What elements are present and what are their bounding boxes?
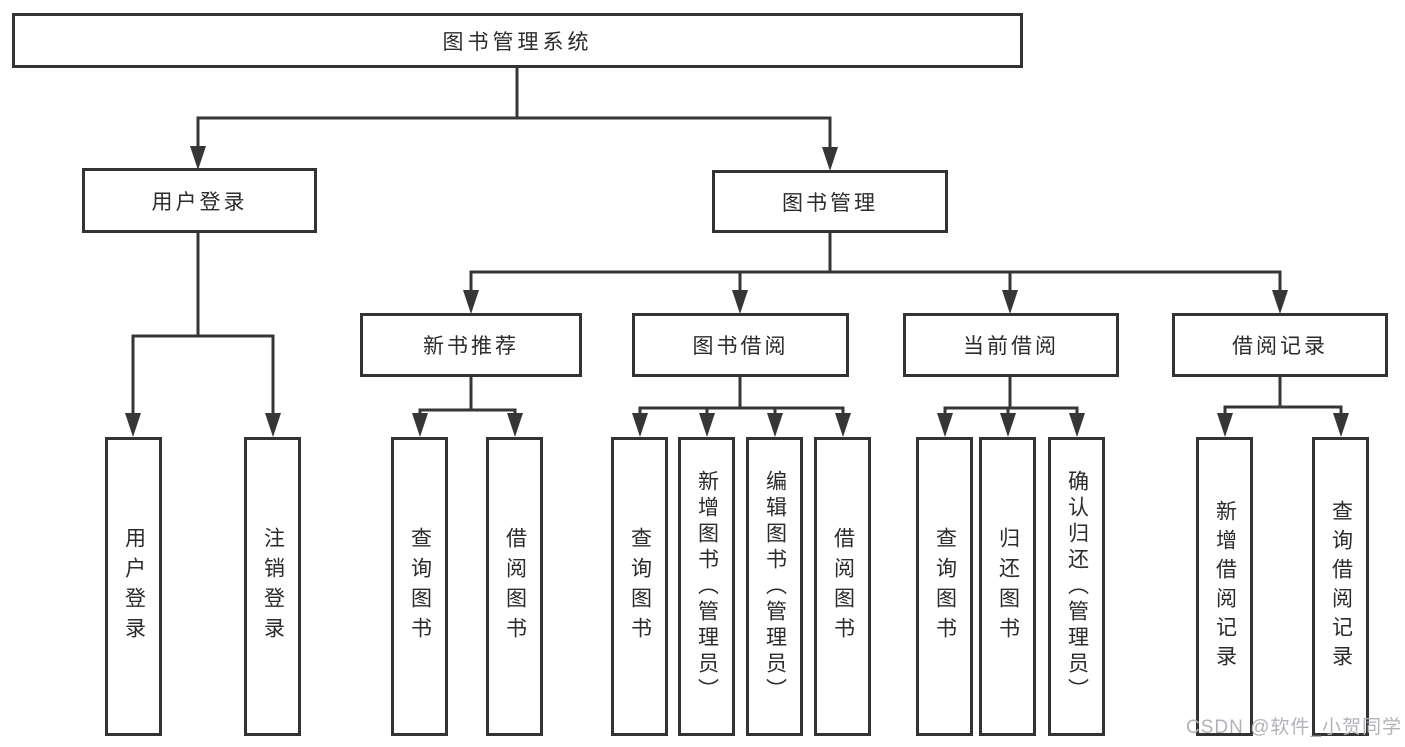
node-book-management: 图书管理 — [712, 170, 948, 233]
node-book-borrow: 图书借阅 — [632, 313, 849, 377]
leaf-logout-login: 注销登录 — [244, 437, 301, 736]
leaf-recommend-query-books: 查询图书 — [391, 437, 448, 736]
node-borrow-records: 借阅记录 — [1172, 313, 1388, 377]
node-new-book-recommend: 新书推荐 — [360, 313, 582, 377]
leaf-recommend-borrow-books: 借阅图书 — [486, 437, 543, 736]
leaf-borrow-query-books: 查询图书 — [611, 437, 668, 736]
leaf-user-login: 用户登录 — [105, 437, 162, 736]
leaf-current-query-books: 查询图书 — [916, 437, 973, 736]
leaf-current-confirm-return-admin: 确认归还（管理员） — [1048, 437, 1105, 736]
leaf-borrow-add-books-admin: 新增图书（管理员） — [678, 437, 735, 736]
leaf-borrow-borrow-books: 借阅图书 — [814, 437, 871, 736]
leaf-current-return-books: 归还图书 — [979, 437, 1036, 736]
node-user-login: 用户登录 — [82, 168, 317, 233]
leaf-borrow-edit-books-admin: 编辑图书（管理员） — [746, 437, 803, 736]
csdn-watermark: CSDN @软件_小贺同学 — [1186, 717, 1402, 738]
node-root-system: 图书管理系统 — [12, 13, 1023, 68]
node-current-borrow: 当前借阅 — [903, 313, 1119, 377]
leaf-records-add-borrow-record: 新增借阅记录 — [1196, 437, 1253, 736]
leaf-records-query-borrow-record: 查询借阅记录 — [1312, 437, 1369, 736]
